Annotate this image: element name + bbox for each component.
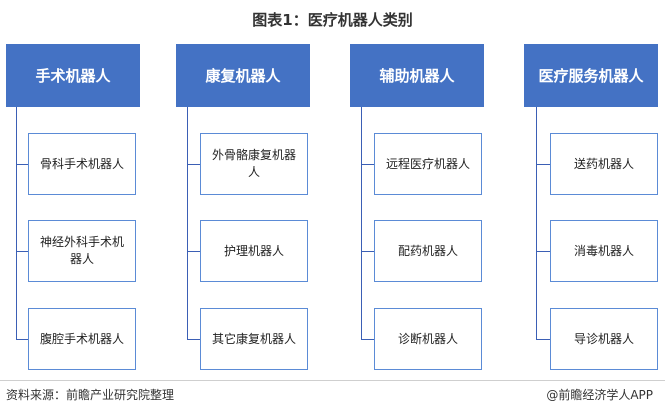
connector-branch [187,164,200,165]
connector-vertical [187,107,188,340]
connector-branch [361,164,374,165]
category-child: 神经外科手术机器人 [28,220,136,282]
connector-vertical [536,107,537,340]
category-header-surgical: 手术机器人 [6,44,140,107]
category-child: 骨科手术机器人 [28,133,136,195]
connector-branch [187,251,200,252]
category-child: 其它康复机器人 [200,308,308,370]
category-child: 消毒机器人 [550,220,658,282]
connector-branch [187,339,200,340]
category-child: 送药机器人 [550,133,658,195]
connector-branch [361,251,374,252]
connector-branch [536,164,550,165]
category-child: 诊断机器人 [374,308,482,370]
category-header-rehab: 康复机器人 [176,44,310,107]
connector-branch [16,339,28,340]
connector-branch [536,339,550,340]
brand-credit: @前瞻经济学人APP [546,388,653,402]
chart-title: 图表1：医疗机器人类别 [252,11,413,29]
category-header-assistive: 辅助机器人 [350,44,484,107]
connector-branch [16,164,28,165]
category-header-service: 医疗服务机器人 [524,44,658,107]
source-note: 资料来源：前瞻产业研究院整理 [6,388,175,402]
category-child: 腹腔手术机器人 [28,308,136,370]
category-child: 护理机器人 [200,220,308,282]
connector-vertical [16,107,17,340]
connector-branch [16,251,28,252]
connector-branch [536,251,550,252]
category-child: 远程医疗机器人 [374,133,482,195]
connector-vertical [361,107,362,340]
footer-divider [0,380,665,381]
connector-branch [361,339,374,340]
category-child: 外骨骼康复机器人 [200,133,308,195]
category-child: 导诊机器人 [550,308,658,370]
category-child: 配药机器人 [374,220,482,282]
